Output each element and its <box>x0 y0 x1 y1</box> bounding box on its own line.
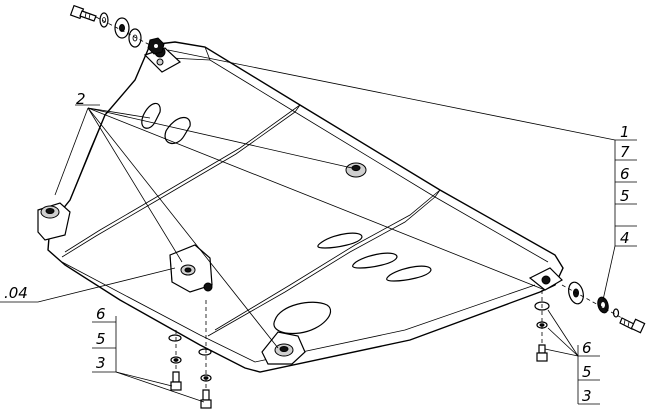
nut-icon <box>147 37 165 55</box>
washer-icon <box>198 348 212 356</box>
bolt-icon <box>619 317 646 334</box>
plate-slots <box>141 102 432 335</box>
bolt-icon <box>536 344 548 362</box>
bolt-icon <box>200 389 212 409</box>
washer-icon <box>99 12 109 28</box>
bolt-icon <box>170 371 182 391</box>
callout-right-3: 3 <box>582 387 592 405</box>
callout-part-7: 7 <box>620 143 630 161</box>
callout-part-5-upper: 5 <box>620 187 630 205</box>
washer-icon <box>168 334 182 342</box>
callout-labels: 1 7 6 5 4 2 .04 6 5 3 6 5 3 <box>4 90 630 405</box>
assembly-axes <box>95 16 623 390</box>
callout-part-6-upper: 6 <box>620 165 630 183</box>
callout-right-5: 5 <box>582 363 592 381</box>
leader-lines <box>0 49 637 405</box>
callout-part-4: 4 <box>620 229 630 247</box>
callout-left-5: 5 <box>96 330 106 348</box>
bottom-right-fastener-stack <box>534 301 550 362</box>
callout-left-3: 3 <box>96 354 106 372</box>
bolt-icon <box>69 4 97 22</box>
bracket-icon <box>37 46 563 365</box>
callout-right-6: 6 <box>582 339 592 357</box>
top-fastener-stack <box>69 4 165 55</box>
callout-part-2: 2 <box>76 90 86 108</box>
callout-part-04: .04 <box>4 284 28 302</box>
washer-icon <box>114 17 130 39</box>
bottom-left-fastener-stack <box>168 334 212 409</box>
washer-icon <box>128 28 142 48</box>
callout-left-6: 6 <box>96 305 106 323</box>
callout-part-1: 1 <box>620 123 630 141</box>
